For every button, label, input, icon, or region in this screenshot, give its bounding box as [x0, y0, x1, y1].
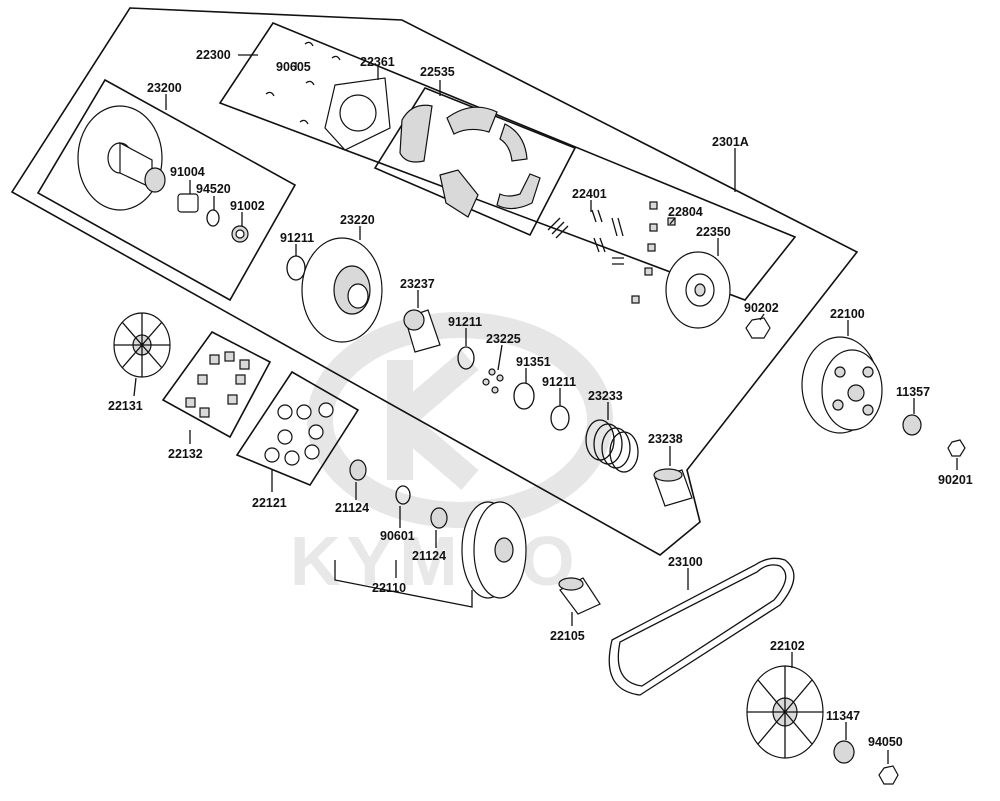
label-90605: 90605: [276, 60, 311, 74]
seal-21124-a: [349, 459, 367, 481]
drive-face-23200: [77, 105, 166, 211]
label-23100: 23100: [668, 555, 703, 569]
rollers-22121: [264, 402, 334, 466]
label-22110: 22110: [372, 581, 406, 595]
label-91351: 91351: [516, 355, 551, 369]
oring-90601: [395, 485, 411, 505]
clutch-plate-22350: [665, 251, 731, 329]
label-23220: 23220: [340, 213, 375, 227]
assembly-frame-22132: [161, 330, 272, 439]
label-2301A: 2301A: [712, 135, 749, 149]
label-22300: 22300: [196, 48, 231, 62]
part-labels: 22300 90605 22361 22535 23200 91004 9452…: [108, 48, 973, 749]
assembly-frame-22535: [373, 87, 577, 237]
label-21124-b: 21124: [412, 549, 446, 563]
label-11347: 11347: [826, 709, 860, 723]
label-22131: 22131: [108, 399, 143, 413]
label-22132: 22132: [168, 447, 203, 461]
movable-face-22110: [461, 501, 527, 599]
nut-11347: [833, 740, 855, 764]
label-91004: 91004: [170, 165, 205, 179]
nut-94050: [878, 765, 899, 785]
ramp-plate-22131: [113, 312, 171, 378]
clutch-bell-22100: [801, 336, 883, 434]
circlip-94520: [206, 209, 220, 227]
plate-22361: [324, 77, 391, 151]
nut-90201: [947, 439, 966, 457]
watermark-text: KYMCO: [290, 522, 581, 600]
nut-90202: [745, 317, 771, 339]
clutch-shoes-22535: [399, 104, 541, 218]
pins-23225: [482, 368, 504, 394]
collar-23237: [403, 309, 441, 353]
assembly-frame-2301A: [10, 7, 859, 556]
label-22100: 22100: [830, 307, 865, 321]
label-94050: 94050: [868, 735, 903, 749]
label-23200: 23200: [147, 81, 182, 95]
label-94520: 94520: [196, 182, 231, 196]
label-90601: 90601: [380, 529, 415, 543]
seal-91002: [231, 225, 249, 243]
label-22361: 22361: [360, 55, 395, 69]
seal-21124-b: [430, 507, 448, 529]
label-90202: 90202: [744, 301, 779, 315]
leader-lines: [133, 54, 958, 764]
label-23238: 23238: [648, 432, 683, 446]
label-22121: 22121: [252, 496, 287, 510]
oring-91211-c: [550, 405, 570, 431]
oring-91211-a: [286, 255, 306, 281]
label-21124-a: 21124: [335, 501, 369, 515]
label-23233: 23233: [588, 389, 623, 403]
label-22105: 22105: [550, 629, 585, 643]
label-23237: 23237: [400, 277, 435, 291]
label-22804: 22804: [668, 205, 703, 219]
label-23225: 23225: [486, 332, 521, 346]
oring-91351: [513, 382, 535, 410]
label-11357: 11357: [896, 385, 930, 399]
label-91211-a: 91211: [280, 231, 314, 245]
label-91211-c: 91211: [542, 375, 576, 389]
label-22350: 22350: [696, 225, 731, 239]
label-22401: 22401: [572, 187, 607, 201]
assembly-frame-22121: [235, 370, 360, 486]
bushing-91004: [177, 193, 199, 213]
label-22535: 22535: [420, 65, 455, 79]
drive-belt-23100: [608, 557, 795, 696]
bracket-22110: [334, 560, 473, 608]
sliders-22132: [185, 351, 250, 418]
label-22102: 22102: [770, 639, 805, 653]
bush-22105: [558, 577, 601, 615]
clips-90605: [265, 41, 341, 125]
driven-face-23220: [301, 237, 383, 343]
spring-23233: [585, 419, 639, 473]
label-91211-b: 91211: [448, 315, 482, 329]
cooling-fan-22102: [746, 665, 824, 759]
assembly-frame-23200: [36, 78, 297, 302]
nut-11357: [902, 414, 922, 436]
springs-22401: [547, 209, 624, 265]
label-91002: 91002: [230, 199, 265, 213]
label-90201: 90201: [938, 473, 973, 487]
assembly-frame-22300: [218, 22, 797, 301]
collar-23238: [653, 468, 693, 507]
oring-91211-b: [457, 346, 475, 370]
